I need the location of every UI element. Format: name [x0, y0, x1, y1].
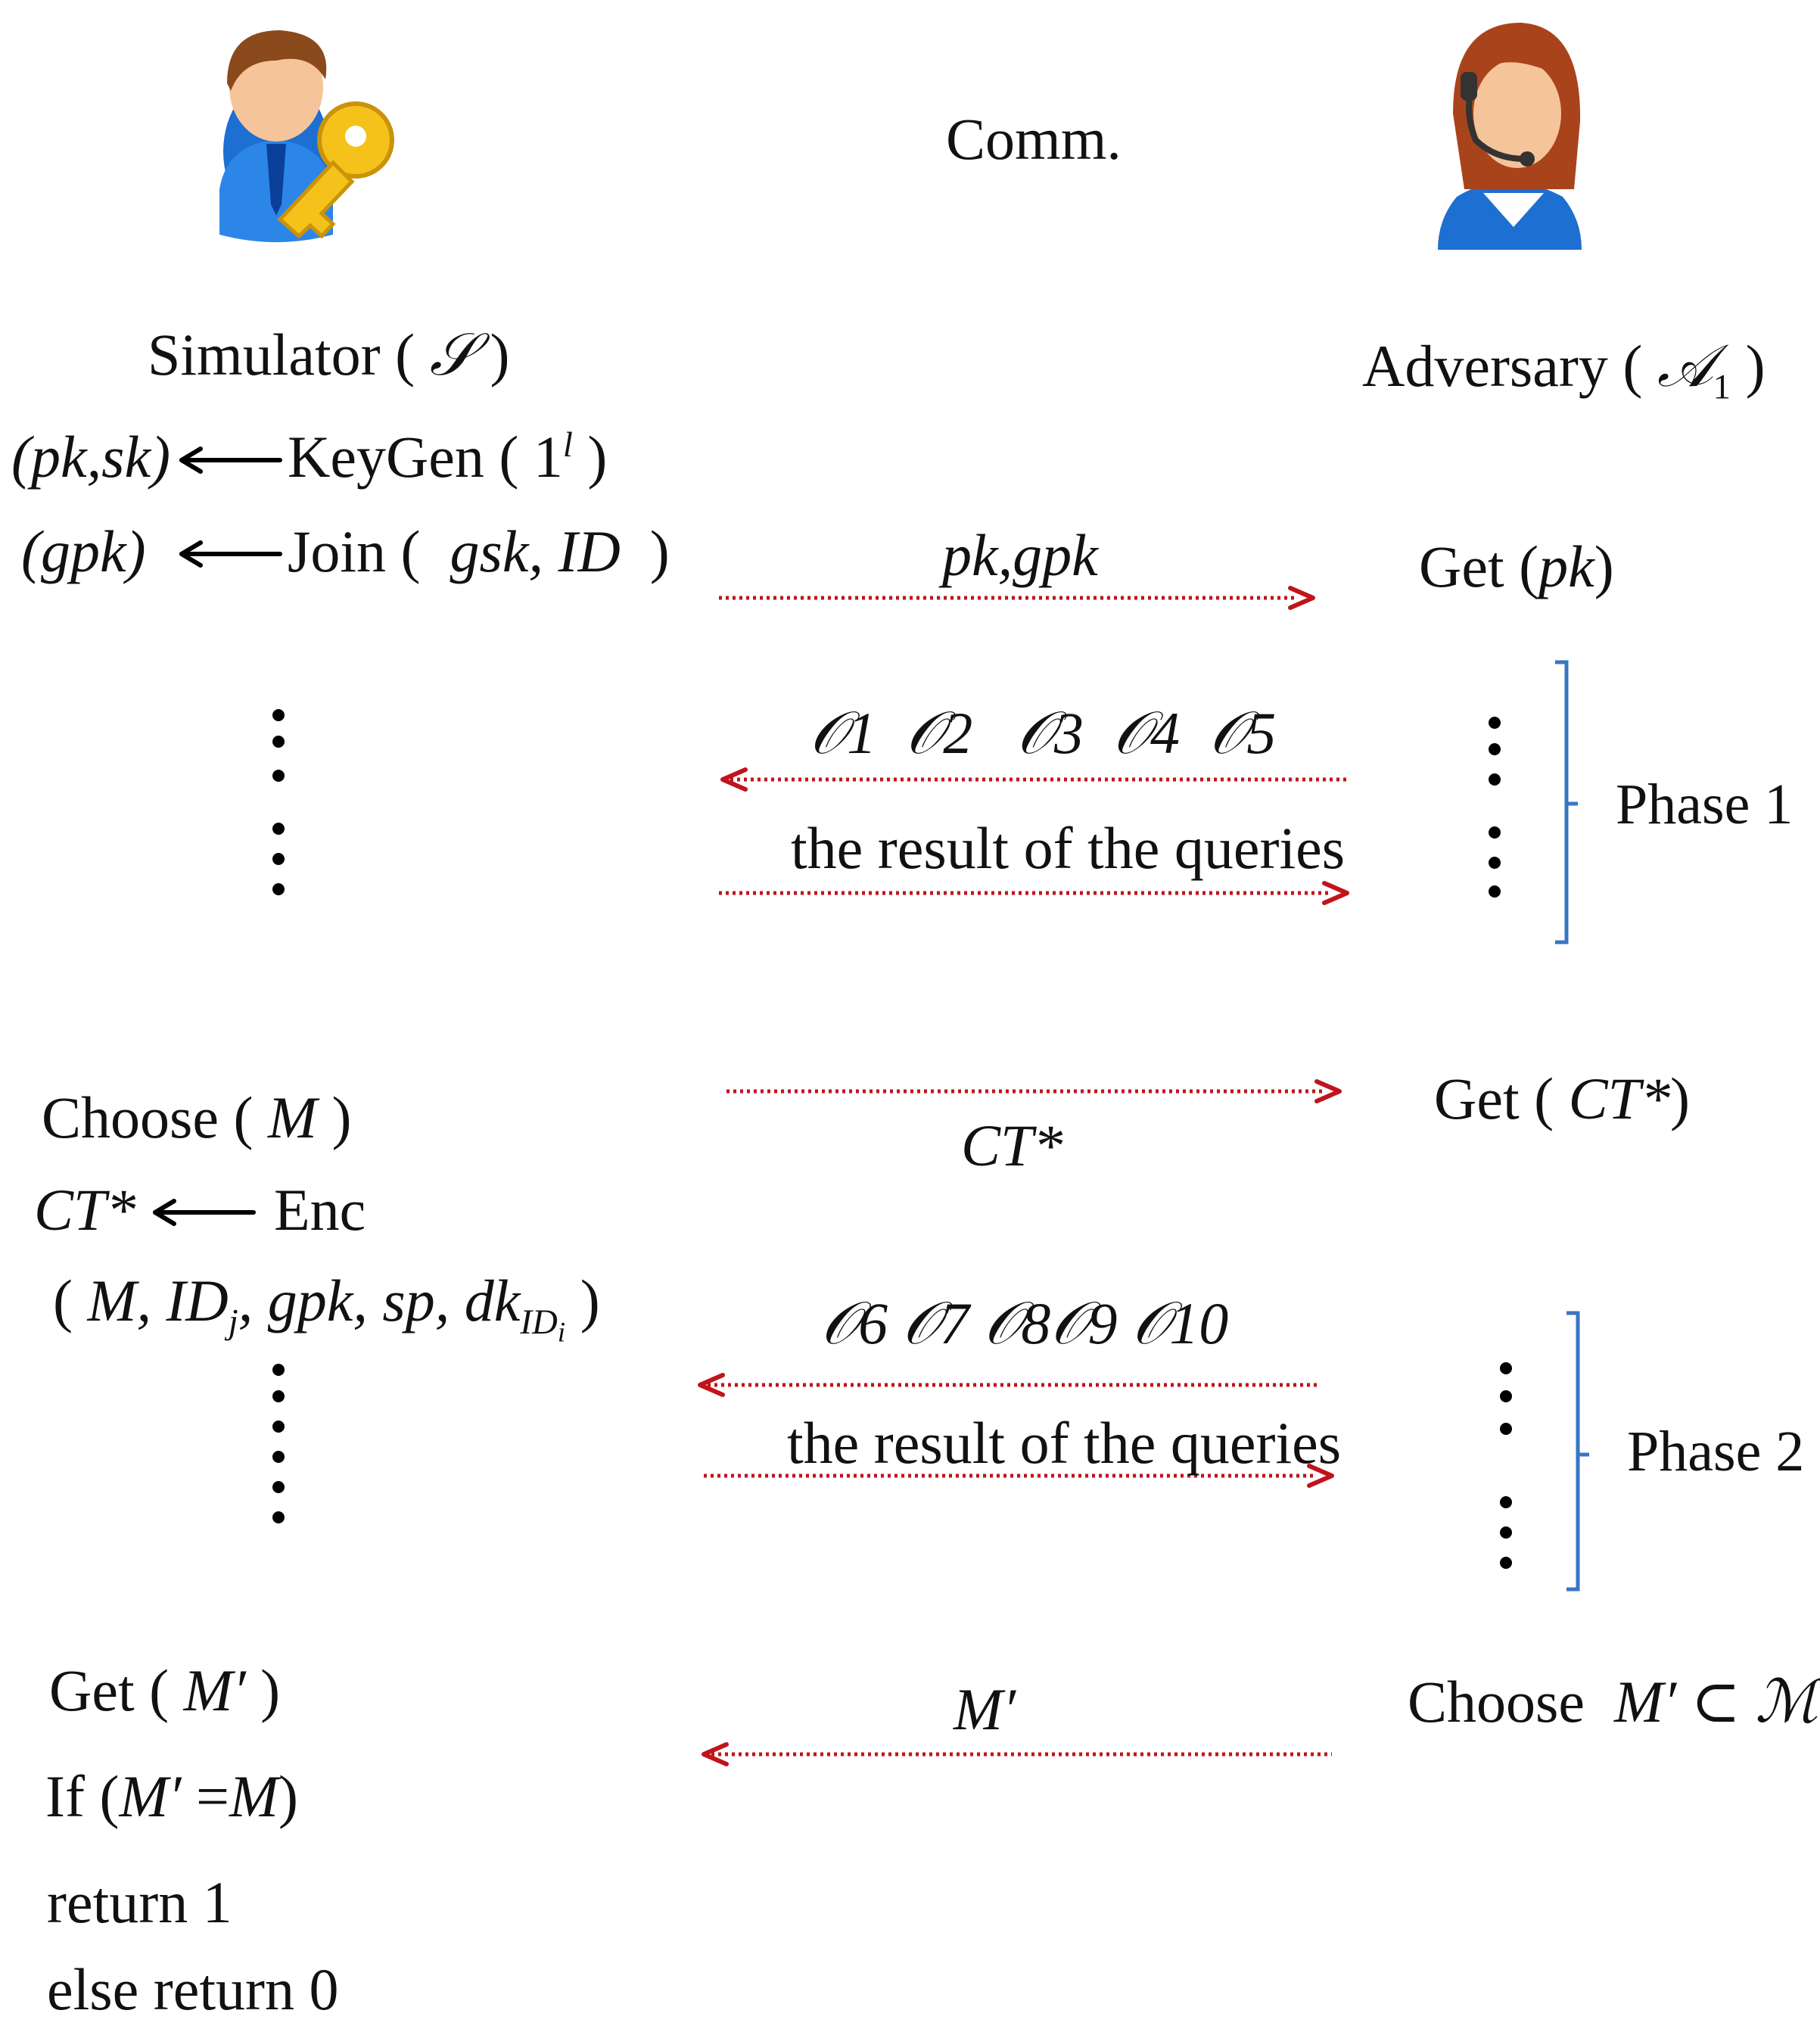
oracles-phase1: 𝒪1 𝒪2 𝒪3 𝒪4 𝒪5: [810, 700, 1277, 766]
oracles-phase2: 𝒪6 𝒪7 𝒪8𝒪9 𝒪10: [821, 1290, 1229, 1356]
msg-ct: CT*: [961, 1112, 1063, 1178]
enc-label: Enc: [274, 1177, 366, 1243]
enc-args: ( M, IDj, gpk, sp, dkIDi ): [53, 1268, 600, 1348]
keygen-line: (pk,sk): [11, 424, 171, 490]
join-lhs: (gpk): [21, 518, 146, 584]
choose-m: Choose ( M ): [42, 1084, 352, 1150]
phase1-label: Phase 1: [1616, 773, 1794, 836]
headset-icon: [1461, 72, 1535, 166]
key-icon: [277, 101, 394, 239]
get-mprime: Get ( M′ ): [49, 1657, 281, 1723]
join-call: Join ( gsk, ID ): [288, 518, 670, 584]
choose-mprime: Choose M′ ⊂ ℳ: [1408, 1669, 1818, 1735]
msg-pk-gpk: pk,gpk: [942, 522, 1098, 588]
phase1-brace: [1555, 660, 1578, 944]
phase2-brace: [1566, 1311, 1589, 1592]
result-phase2: the result of the queries: [787, 1410, 1342, 1476]
get-ct: Get ( CT*): [1434, 1066, 1690, 1131]
return-1: return 1: [47, 1869, 232, 1935]
ct-lhs: CT*: [34, 1177, 136, 1243]
adversary-avatar-icon: [1438, 23, 1582, 250]
return-0: else return 0: [47, 1956, 339, 2022]
get-pk: Get (pk): [1419, 534, 1614, 599]
adversary-title: Adversary ( 𝒜1 ): [1362, 333, 1766, 407]
if-condition: If (M′ =M): [45, 1763, 298, 1829]
msg-mprime: M′: [954, 1676, 1016, 1742]
result-phase1: the result of the queries: [791, 815, 1346, 881]
keygen-call: KeyGen ( 1l ): [288, 424, 608, 490]
simulator-title: Simulator ( 𝒮 ): [148, 322, 510, 387]
phase2-label: Phase 2: [1627, 1420, 1805, 1483]
simulator-avatar-icon: [219, 30, 394, 242]
comm-label: Comm.: [946, 106, 1122, 172]
